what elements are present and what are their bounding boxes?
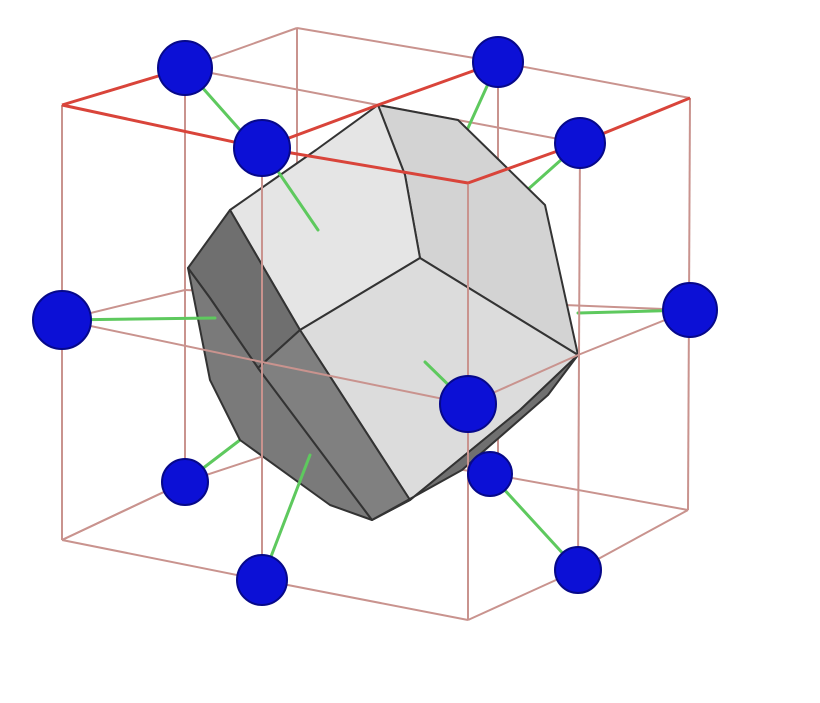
atom [662, 282, 718, 338]
box-edge [261, 579, 469, 621]
atom [467, 451, 513, 497]
atom [236, 554, 288, 606]
polyhedron-face [187, 267, 373, 521]
box-edge [296, 27, 499, 63]
front-top-edges [61, 60, 691, 185]
atom [157, 40, 213, 96]
atom [233, 119, 291, 177]
atom [439, 375, 497, 433]
atom [554, 546, 602, 594]
atom [161, 458, 209, 506]
box-edge [61, 539, 263, 581]
atom [32, 290, 92, 350]
box-edge [261, 361, 469, 405]
box-edge-front-top [261, 146, 469, 185]
atom [472, 36, 524, 88]
box-edge [577, 142, 581, 571]
box-edge-front-top [61, 103, 263, 150]
atoms [32, 36, 718, 606]
box-edge [497, 61, 691, 99]
atom [554, 117, 606, 169]
polyhedron-face [371, 354, 579, 521]
polyhedron [187, 104, 579, 521]
box-edge [489, 473, 689, 511]
box-edge [61, 319, 263, 363]
box-edge [184, 67, 379, 106]
